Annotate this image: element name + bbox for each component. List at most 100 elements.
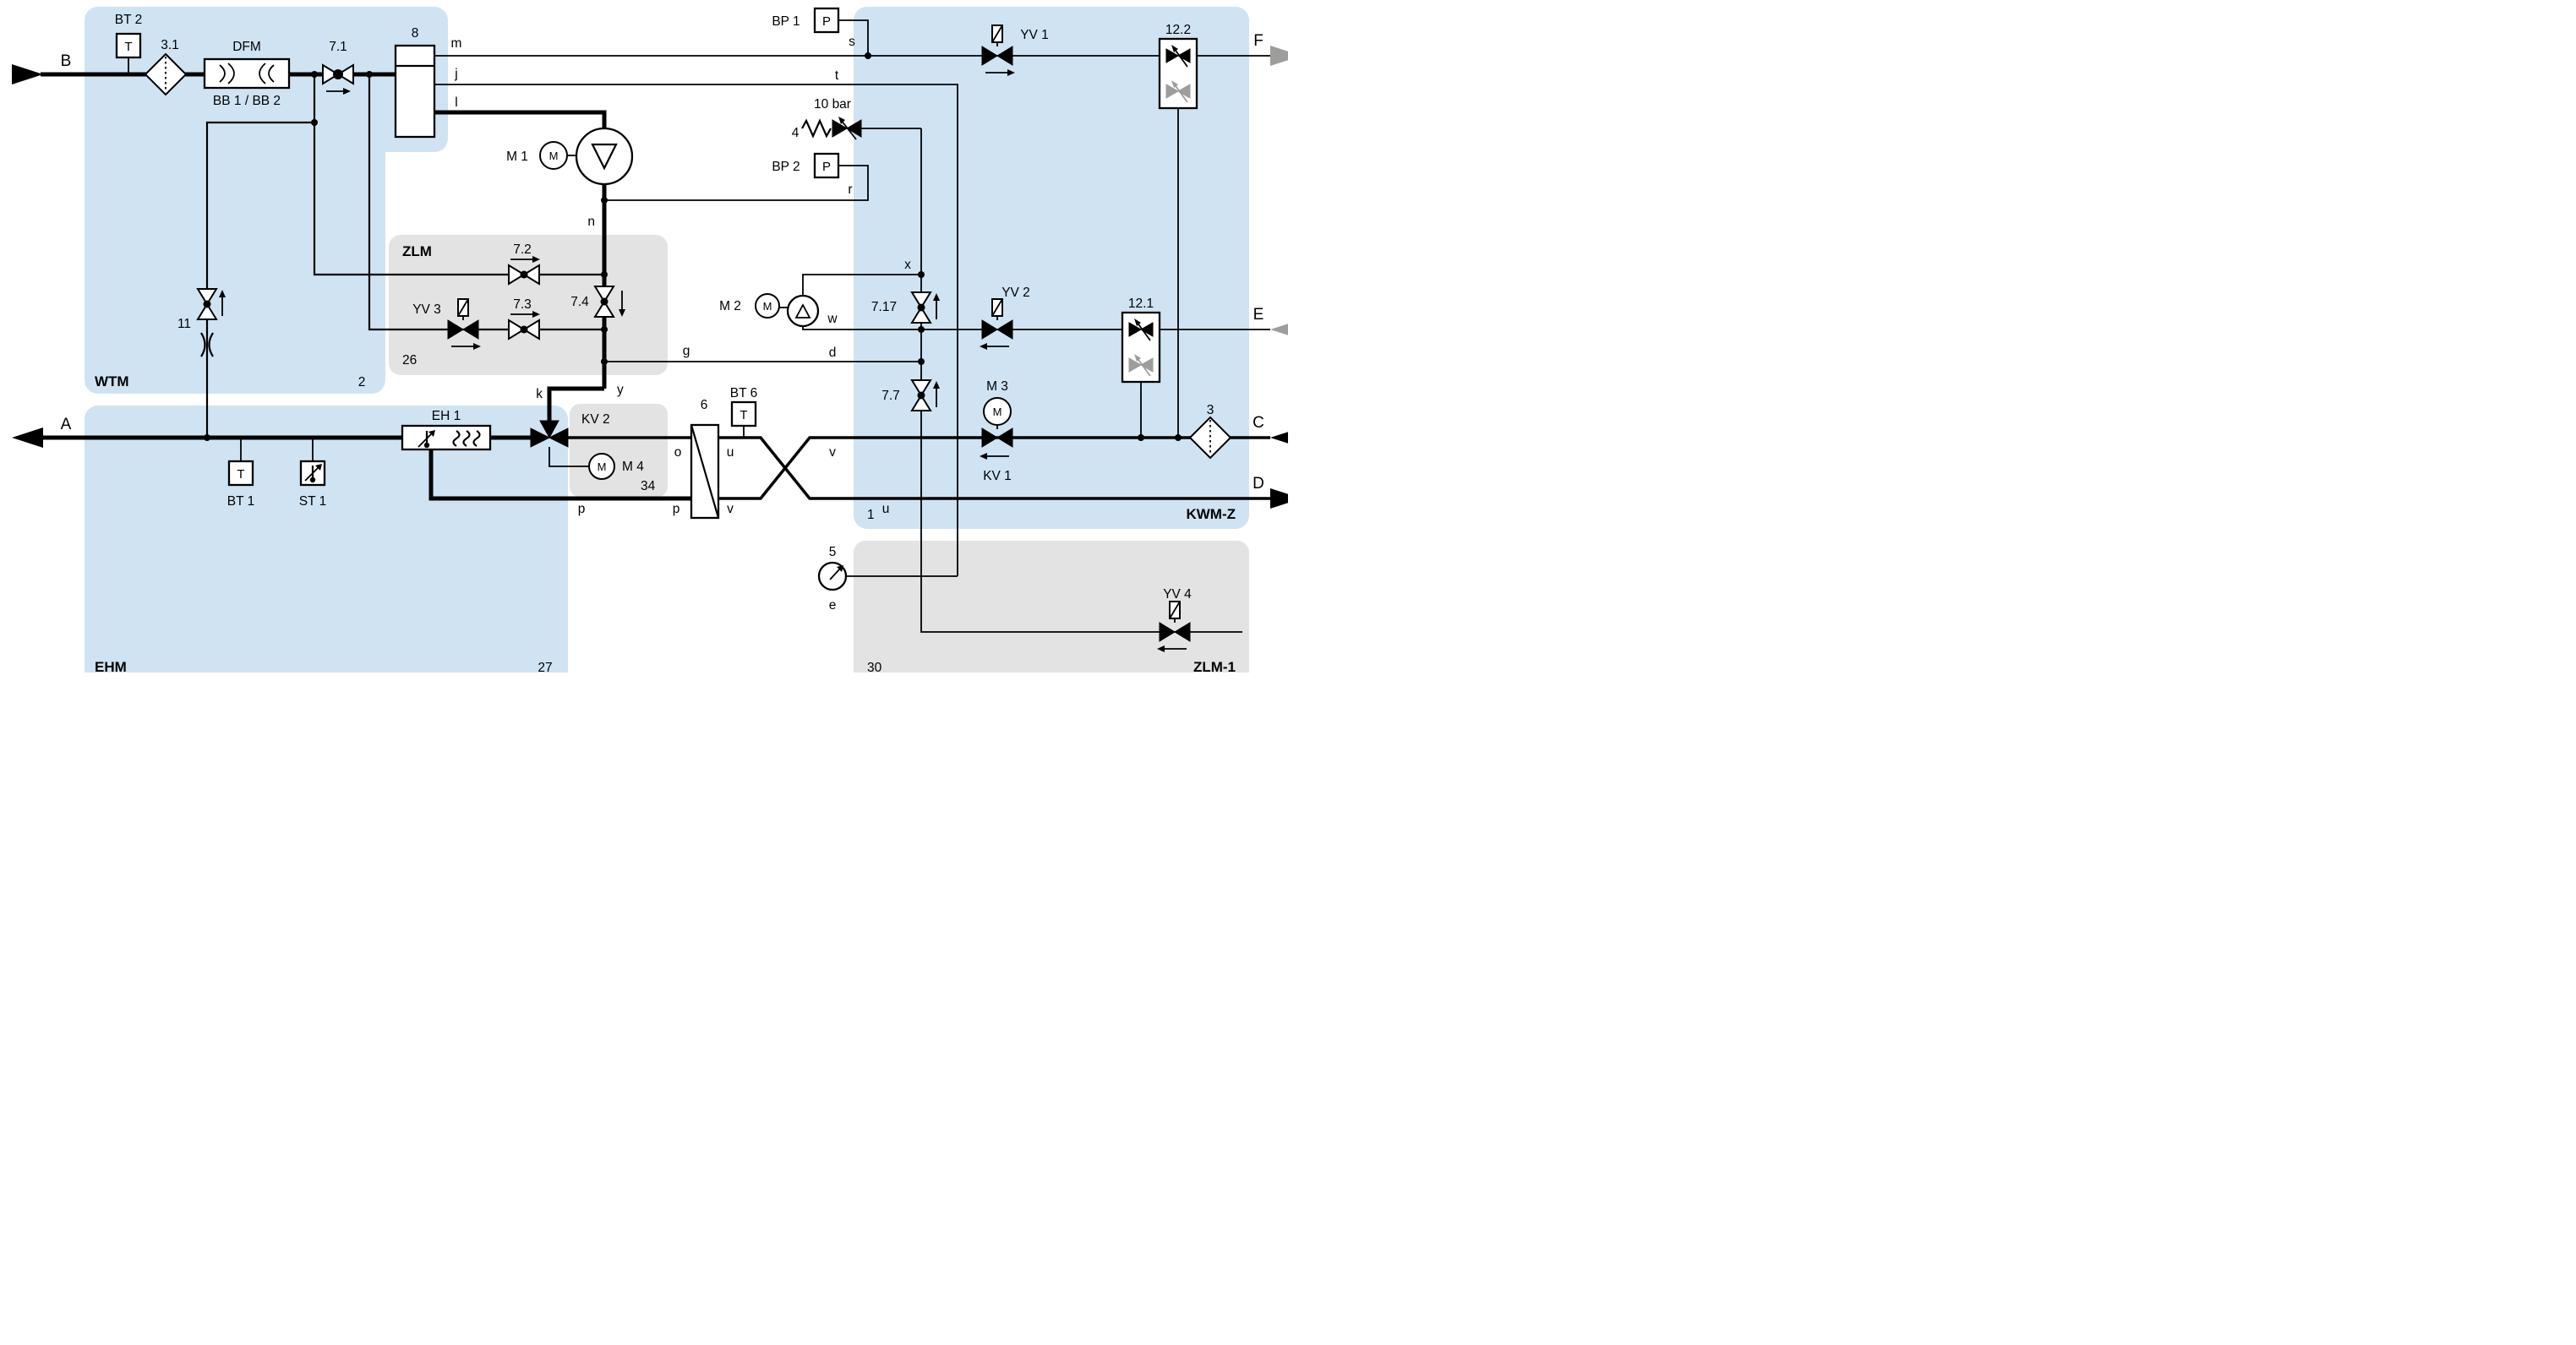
valve-12-2-lower: [1165, 84, 1180, 99]
schematic-svg: WTM 2 EHM 27 1 KWM-Z ZLM 26 30 ZLM-1 KV …: [12, 7, 1288, 672]
gauge-5-needle: [829, 568, 841, 580]
pipe-zlm-upper: [313, 74, 604, 276]
valve-7-17-body: [910, 291, 932, 309]
port-arrows: [12, 46, 1288, 509]
valve-12-1-arrow-icon: [1134, 319, 1141, 326]
valve-yv3-body: [447, 319, 464, 340]
valve-12-1-arrow-gray-icon: [1134, 354, 1141, 362]
bp1-box: [813, 7, 840, 34]
valve-12-1-upper: [1128, 322, 1143, 337]
valve-12-1-lower: [1139, 357, 1154, 373]
region-wtm-main: [85, 7, 385, 394]
valve-7-4: 7.4: [570, 286, 625, 318]
valve-11-flow-arrow-icon: [219, 290, 226, 297]
region-kwmz: 1 KWM-Z: [854, 7, 1249, 529]
junction: [918, 271, 925, 278]
junction: [311, 71, 318, 78]
sensor-bp1: P BP 1: [772, 7, 840, 34]
st1-arrow-icon: [315, 464, 322, 471]
region-kv2: KV 2 34: [570, 404, 668, 497]
junction: [366, 71, 373, 78]
line-v1: v: [727, 502, 734, 516]
relief-arrow-icon: [838, 117, 845, 124]
pump-m1-body: [575, 127, 634, 186]
valve-7-1-body: [322, 63, 340, 85]
relief-arrow-line: [840, 119, 857, 140]
junction: [311, 119, 318, 126]
line-m: m: [451, 36, 462, 51]
valve-7-1-flow-arrow-icon: [343, 88, 351, 95]
valve-kv1-body: [981, 427, 998, 448]
gauge-5-label: 5: [829, 545, 837, 559]
valve-11: 11: [177, 288, 226, 357]
bt1-label: BT 1: [227, 494, 254, 509]
valve-yv3: YV 3: [412, 298, 481, 350]
region-ehm-label: EHM: [95, 659, 127, 672]
valve-7-7: 7.7: [881, 379, 940, 411]
line-n: n: [587, 215, 595, 229]
line-u2: u: [882, 502, 890, 516]
valve-12-2-upper: [1165, 48, 1180, 63]
port-labels: B A F E C D: [61, 32, 1264, 493]
region-ehm-number: 27: [538, 661, 552, 672]
sensor-bt2: T BT 2: [115, 13, 142, 59]
bp1-label: BP 1: [772, 14, 800, 29]
pipe-k: [547, 386, 604, 422]
bp2-box: [813, 152, 840, 179]
valve-11-label: 11: [177, 317, 191, 331]
valve-7-7-label: 7.7: [881, 389, 900, 403]
valve-11-body: [196, 288, 218, 306]
valve-yv4-flow-arrow-icon: [1157, 645, 1165, 652]
pipe-p: [428, 449, 691, 501]
junction: [601, 197, 608, 204]
port-c: C: [1253, 414, 1264, 432]
valve-kv2: M M 4: [530, 420, 644, 480]
valve-7-17-flow-arrow-icon: [933, 293, 940, 301]
valve-7-4-body: [593, 286, 615, 303]
relief-body: [846, 119, 862, 138]
junction: [601, 271, 608, 278]
arrow-f-out-icon: [1270, 46, 1288, 66]
dfm-label: DFM: [232, 40, 261, 54]
pipe-x: [802, 274, 921, 296]
valve-7-3-body: [522, 319, 540, 340]
pipe-bypass-11: [205, 121, 314, 438]
sensor-st1: ST 1: [299, 460, 326, 509]
valve-7-4-label: 7.4: [570, 295, 589, 309]
valve-7-7-dot: [917, 391, 925, 400]
region-zlm: ZLM 26: [389, 235, 668, 375]
valve-7-2-dot: [520, 270, 528, 279]
valve-yv4: YV 4: [1157, 587, 1192, 652]
pump-m2-triangle-icon: [794, 303, 811, 319]
line-r: r: [848, 182, 852, 197]
valve-12-2-upper: [1176, 48, 1191, 63]
valve-7-17-dot: [917, 303, 925, 312]
double-valve-12-2: 12.2: [1158, 23, 1198, 110]
pipe-s: [838, 19, 869, 56]
bt1-box: [227, 460, 254, 487]
bp2-label: BP 2: [772, 160, 800, 174]
dfm-box: [203, 57, 291, 90]
filter-3-label: 3: [1207, 403, 1214, 417]
region-wtm-number: 2: [358, 375, 366, 389]
region-zlm-number: 26: [402, 353, 417, 368]
valve-yv3-label: YV 3: [412, 302, 441, 317]
port-a: A: [61, 416, 72, 433]
valve-yv3-solenoid-link: [457, 298, 469, 320]
valve-7-2-label: 7.2: [513, 242, 532, 257]
junction: [918, 326, 925, 333]
heat-exchanger-6: 6: [690, 398, 720, 520]
line-j: j: [454, 67, 457, 81]
pipe-l: [434, 110, 607, 128]
hx6-label: 6: [701, 398, 708, 412]
region-zlm-label: ZLM: [402, 243, 432, 259]
valve-12-1-arrow-line: [1136, 321, 1151, 341]
filter-3-1-label: 3.1: [161, 38, 179, 52]
filter-3-diamond: [1188, 416, 1232, 460]
pump-m1: M M 1: [506, 127, 634, 186]
junction-dots: [204, 52, 1182, 441]
valve-7-3-body: [508, 319, 526, 340]
valve-12-2-box: [1158, 37, 1198, 110]
valve-kv2-body: [539, 420, 559, 439]
valve-yv3-body: [462, 319, 479, 340]
